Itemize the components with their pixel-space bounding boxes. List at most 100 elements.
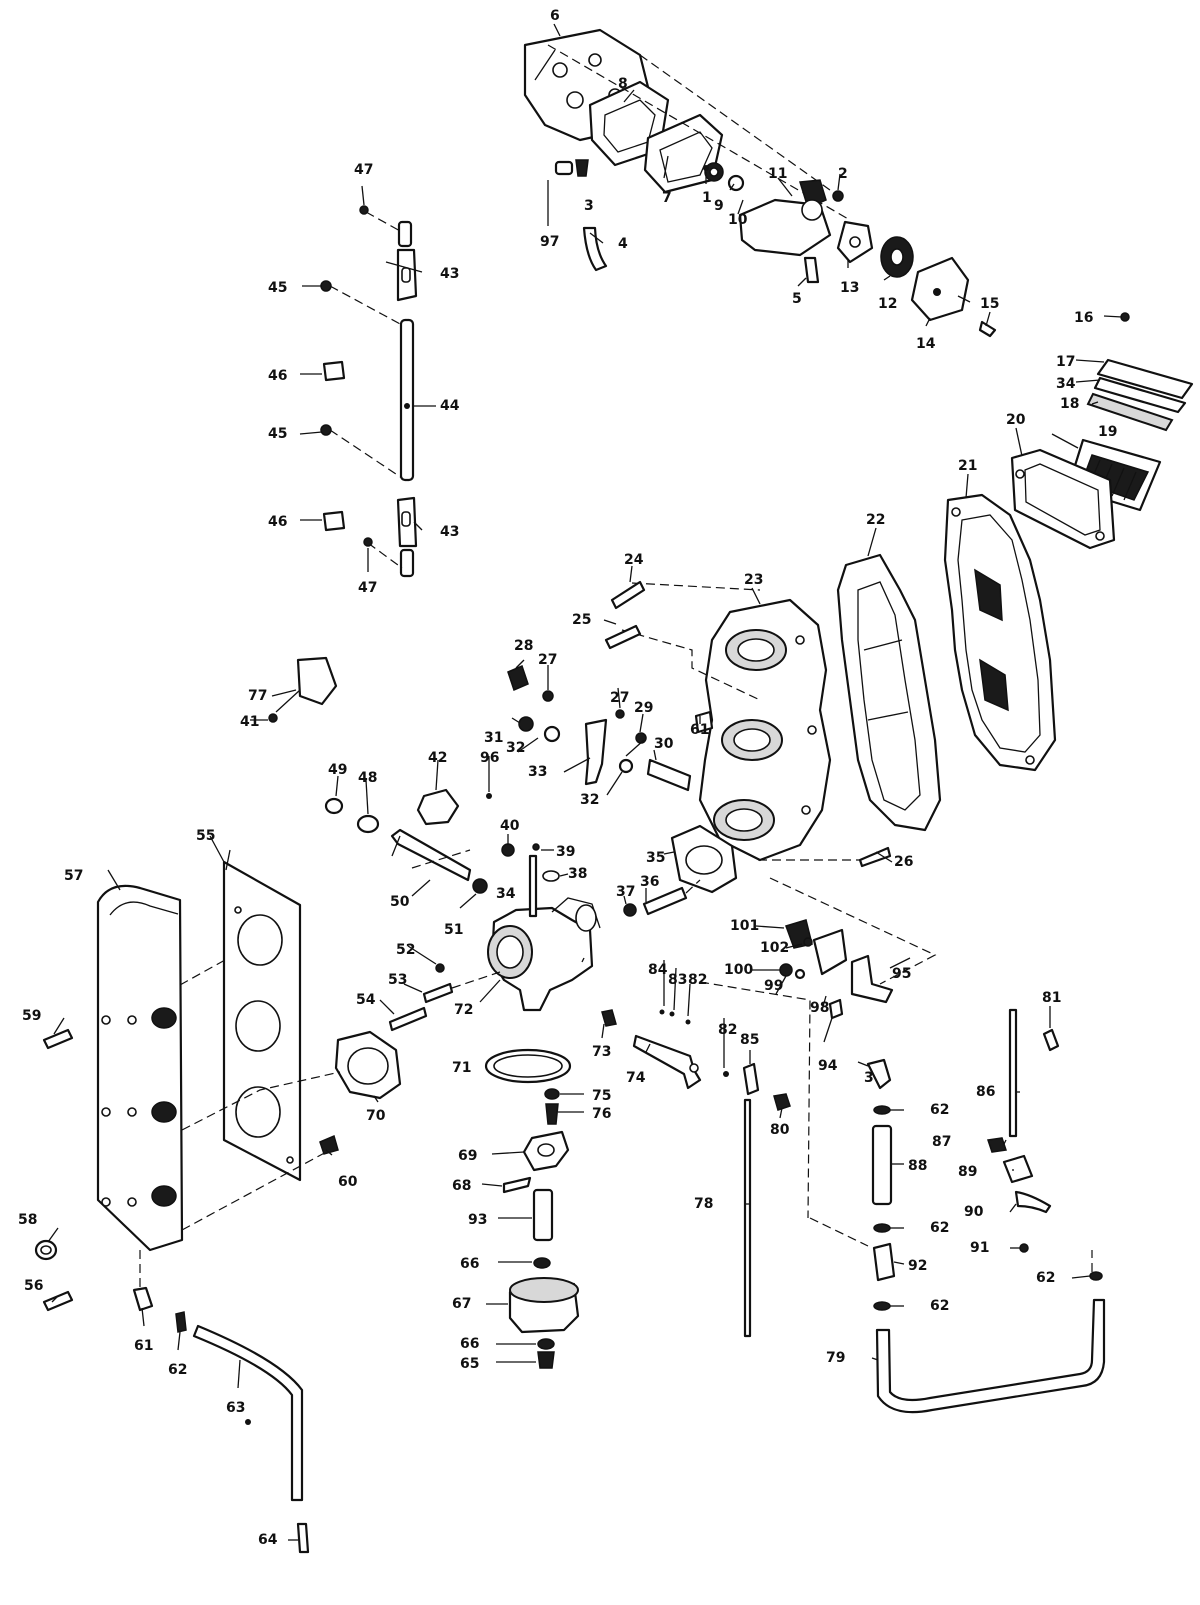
callout-32b: 32 — [580, 792, 599, 808]
callout-24: 24 — [624, 552, 644, 568]
callout-88: 88 — [908, 1158, 927, 1174]
callout-25: 25 — [572, 612, 591, 628]
callout-50: 50 — [390, 894, 410, 910]
callout-16: 16 — [1074, 310, 1093, 326]
callout-91: 91 — [970, 1240, 989, 1256]
callout-27: 27 — [538, 652, 557, 668]
callout-2: 2 — [838, 166, 848, 182]
manifold-gasket — [836, 553, 942, 832]
air-silencer-cover — [96, 884, 184, 1252]
callout-61: 61 — [690, 722, 709, 738]
callout-32: 32 — [506, 740, 525, 756]
reed-block-gasket — [1010, 448, 1116, 550]
callout-43: 43 — [440, 266, 459, 282]
callout-1: 1 — [702, 190, 712, 206]
callout-21: 21 — [958, 458, 977, 474]
callout-96: 96 — [480, 750, 499, 766]
carburetor-screws — [388, 963, 501, 1032]
callout-42: 42 — [428, 750, 447, 766]
callout-45: 45 — [268, 280, 287, 296]
drain-fitting-hose — [132, 1286, 310, 1554]
carburetor-adjust-parts — [544, 1009, 617, 1125]
callout-58: 58 — [18, 1212, 37, 1228]
intake-manifold — [698, 598, 832, 862]
fuel-pump-cover — [738, 179, 832, 257]
reed-stop-plate — [1086, 312, 1194, 432]
fuel-pump-screws — [554, 159, 997, 338]
fuel-pump-filter — [836, 220, 914, 278]
callout-30: 30 — [654, 736, 674, 752]
callout-97: 97 — [540, 234, 559, 250]
callout-52: 52 — [396, 942, 415, 958]
callout-labels: 1 2 3 3 4 5 6 7 8 9 10 11 12 13 14 15 16… — [18, 8, 1117, 1548]
carburetor-flange-gasket — [670, 824, 738, 894]
fuel-pump-diaphragm — [643, 113, 724, 194]
throttle-arm — [324, 797, 515, 894]
callout-5: 5 — [792, 291, 802, 307]
callout-90: 90 — [964, 1204, 984, 1220]
callout-75: 75 — [592, 1088, 611, 1104]
callout-34b: 34 — [496, 886, 516, 902]
callout-74: 74 — [626, 1070, 646, 1086]
callout-51: 51 — [444, 922, 463, 938]
callout-76: 76 — [592, 1106, 611, 1122]
carburetor-bowl — [502, 1130, 580, 1369]
callout-34: 34 — [1056, 376, 1076, 392]
callout-15: 15 — [980, 296, 999, 312]
callout-48: 48 — [358, 770, 377, 786]
callout-3b: 3 — [864, 1070, 874, 1086]
callout-72: 72 — [454, 1002, 473, 1018]
flame-arrestor-gasket — [334, 1030, 402, 1100]
callout-18: 18 — [1060, 396, 1079, 412]
callout-60: 60 — [338, 1174, 358, 1190]
callout-27b: 27 — [610, 690, 629, 706]
callout-14: 14 — [916, 336, 936, 352]
callout-61b: 61 — [134, 1338, 153, 1354]
leader-lines — [47, 23, 1123, 1541]
callout-23: 23 — [744, 572, 763, 588]
callout-67: 67 — [452, 1296, 471, 1312]
callout-62: 62 — [168, 1362, 187, 1378]
choke-solenoid-bracket — [779, 919, 894, 1020]
callout-54: 54 — [356, 992, 376, 1008]
callout-93: 93 — [468, 1212, 487, 1228]
callout-17: 17 — [1056, 354, 1075, 370]
callout-70: 70 — [366, 1108, 386, 1124]
callout-62e: 62 — [1036, 1270, 1055, 1286]
callout-7: 7 — [662, 190, 672, 206]
intake-manifold-plate — [943, 493, 1057, 772]
callout-56: 56 — [24, 1278, 43, 1294]
callout-80: 80 — [770, 1122, 790, 1138]
callout-65: 65 — [460, 1356, 479, 1372]
callout-47: 47 — [354, 162, 373, 178]
callout-82b: 82 — [718, 1022, 737, 1038]
pump-hose-upper — [582, 226, 608, 272]
callout-46: 46 — [268, 368, 287, 384]
callout-89: 89 — [958, 1164, 977, 1180]
callout-8: 8 — [618, 76, 628, 92]
callout-29: 29 — [634, 700, 653, 716]
callout-99: 99 — [764, 978, 783, 994]
callout-39: 39 — [556, 844, 575, 860]
callout-10: 10 — [728, 212, 748, 228]
callout-85: 85 — [740, 1032, 759, 1048]
callout-46b: 46 — [268, 514, 287, 530]
callout-19: 19 — [1098, 424, 1117, 440]
callout-81: 81 — [1042, 990, 1061, 1006]
callout-66: 66 — [460, 1256, 479, 1272]
callout-64: 64 — [258, 1532, 278, 1548]
callout-37: 37 — [616, 884, 635, 900]
callout-98: 98 — [810, 1000, 829, 1016]
fuel-line-assembly — [866, 1008, 1106, 1414]
callout-49: 49 — [328, 762, 347, 778]
callout-43b: 43 — [440, 524, 459, 540]
callout-22: 22 — [866, 512, 885, 528]
callout-69: 69 — [458, 1148, 477, 1164]
callout-77: 77 — [248, 688, 267, 704]
callout-78: 78 — [694, 1196, 713, 1212]
callout-73: 73 — [592, 1044, 611, 1060]
callout-33: 33 — [528, 764, 547, 780]
callout-35: 35 — [646, 850, 665, 866]
fuel-pump-check-valve — [704, 162, 745, 192]
callout-13: 13 — [840, 280, 859, 296]
